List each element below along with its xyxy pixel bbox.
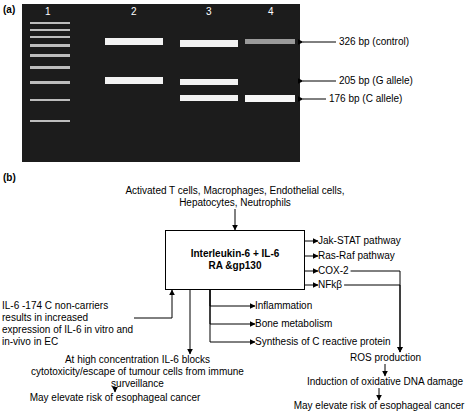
pathway-item: Ras-Raf pathway (318, 250, 395, 262)
node-text: COX-2 (318, 265, 349, 277)
flow-arrow (210, 290, 255, 324)
effect-item: Inflammation (255, 300, 312, 312)
outcome-text: May elevate risk of esophageal cancer (284, 400, 474, 412)
effect-text: Induction of oxidative DNA damage (296, 376, 474, 388)
node-text: Inflammation (255, 300, 312, 312)
flow-arrow (210, 290, 255, 306)
flow-arrow (235, 209, 236, 230)
flow-arrow (115, 390, 116, 392)
flow-arrow (210, 290, 255, 342)
flow-arrow (385, 364, 386, 376)
lane-number: 4 (268, 6, 274, 18)
gel-background (22, 4, 300, 162)
node-text: At high concentration IL-6 blocks cytoto… (30, 354, 245, 390)
node-text: Activated T cells, Macrophages, Endothel… (110, 185, 360, 209)
effect-item: Bone metabolism (255, 318, 332, 330)
outcome-text: May elevate risk of esophageal cancer (20, 392, 210, 404)
band-size-label: 205 bp (G allele) (339, 75, 413, 87)
node-text: Synthesis of C reactive protein (255, 336, 391, 348)
pathway-item: NFkβ (318, 279, 342, 291)
panel-letter: (a) (3, 4, 15, 16)
node-text: ROS production (350, 352, 421, 364)
source-cells: Activated T cells, Macrophages, Endothel… (110, 185, 360, 209)
flow-arrow (305, 271, 318, 272)
flow-arrow (305, 285, 318, 286)
band-leader-lines (303, 42, 336, 99)
band-size-label: 176 bp (C allele) (329, 93, 402, 105)
band-size-label: 326 bp (control) (339, 36, 409, 48)
sample-bands (105, 38, 295, 102)
flow-arrow (379, 388, 380, 400)
node-text: Jak-STAT pathway (318, 235, 401, 247)
node-text: May elevate risk of esophageal cancer (20, 392, 210, 404)
effect-item: Synthesis of C reactive protein (255, 336, 391, 348)
effect-text: ROS production (350, 352, 421, 364)
lane-number: 3 (206, 6, 212, 18)
node-text: IL-6 -174 C non-carriers results in incr… (2, 300, 134, 348)
lane-number: 1 (45, 6, 51, 18)
lane-number: 2 (131, 6, 137, 18)
pathway-item: COX-2 (318, 265, 349, 277)
node-text: Induction of oxidative DNA damage (296, 376, 474, 388)
node-text: Interleukin-6 + IL-6 RA &gp130 (185, 248, 285, 272)
flow-arrow (305, 256, 318, 257)
node-text: NFkβ (318, 279, 342, 291)
node-text: Bone metabolism (255, 318, 332, 330)
node-text: Ras-Raf pathway (318, 250, 395, 262)
flow-arrow (305, 241, 318, 242)
flow-arrow (190, 290, 191, 354)
process-box: Interleukin-6 + IL-6 RA &gp130 (165, 230, 305, 290)
pathway-item: Jak-STAT pathway (318, 235, 401, 247)
panel-letter: (b) (3, 172, 16, 184)
node-text: May elevate risk of esophageal cancer (284, 400, 474, 412)
flow-arrow (134, 290, 172, 318)
ladder-bands (30, 22, 70, 122)
effect-text: At high concentration IL-6 blocks cytoto… (30, 354, 245, 390)
note-text: IL-6 -174 C non-carriers results in incr… (2, 300, 134, 348)
